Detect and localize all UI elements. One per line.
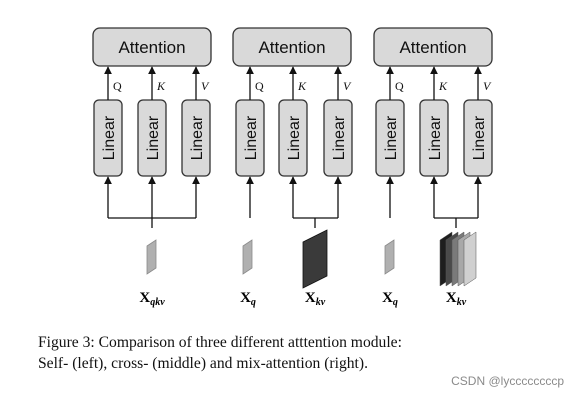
watermark-text: CSDN @lyccccccccp <box>451 374 564 388</box>
attention-box <box>232 27 352 67</box>
attention-box <box>92 27 212 67</box>
input-qkv: Xqkv <box>139 239 165 308</box>
linear-label: Linear <box>145 115 162 160</box>
input-label: Xkv <box>446 290 467 308</box>
attention-label: Attention <box>258 38 325 57</box>
input-q: Xq <box>382 239 398 308</box>
arrow-label: Q <box>255 79 264 93</box>
attention-box <box>373 27 493 67</box>
arrow-label: K <box>156 79 166 93</box>
token-slab <box>242 239 253 275</box>
figure-caption: Figure 3: Comparison of three different … <box>38 332 558 374</box>
input-kv: Xkv <box>439 231 477 308</box>
arrow-label: V <box>343 79 352 93</box>
token-block <box>302 229 328 289</box>
token-block-layer <box>463 231 477 287</box>
attention-modules-diagram: AttentionLinearQLinearKLinearVXqkvAttent… <box>92 27 493 308</box>
linear-label: Linear <box>427 115 444 160</box>
attention-label: Attention <box>399 38 466 57</box>
input-label: Xq <box>240 290 256 308</box>
arrow-label: V <box>201 79 210 93</box>
linear-label: Linear <box>101 115 118 160</box>
token-slab <box>384 239 395 275</box>
attention-label: Attention <box>118 38 185 57</box>
linear-label: Linear <box>331 115 348 160</box>
linear-label: Linear <box>471 115 488 160</box>
token-slab <box>146 239 157 275</box>
caption-line-1: Figure 3: Comparison of three different … <box>38 334 402 351</box>
linear-label: Linear <box>243 115 260 160</box>
linear-label: Linear <box>189 115 206 160</box>
caption-line-2: Self- (left), cross- (middle) and mix-at… <box>38 355 368 372</box>
arrow-label: K <box>438 79 448 93</box>
input-q: Xq <box>240 239 256 308</box>
input-label: Xq <box>382 290 398 308</box>
input-label: Xkv <box>305 290 326 308</box>
arrow-label: Q <box>395 79 404 93</box>
input-label: Xqkv <box>139 290 165 308</box>
arrow-label: Q <box>113 79 122 93</box>
linear-label: Linear <box>286 115 303 160</box>
input-kv: Xkv <box>302 229 328 308</box>
linear-label: Linear <box>383 115 400 160</box>
arrow-label: V <box>483 79 492 93</box>
arrow-label: K <box>297 79 307 93</box>
